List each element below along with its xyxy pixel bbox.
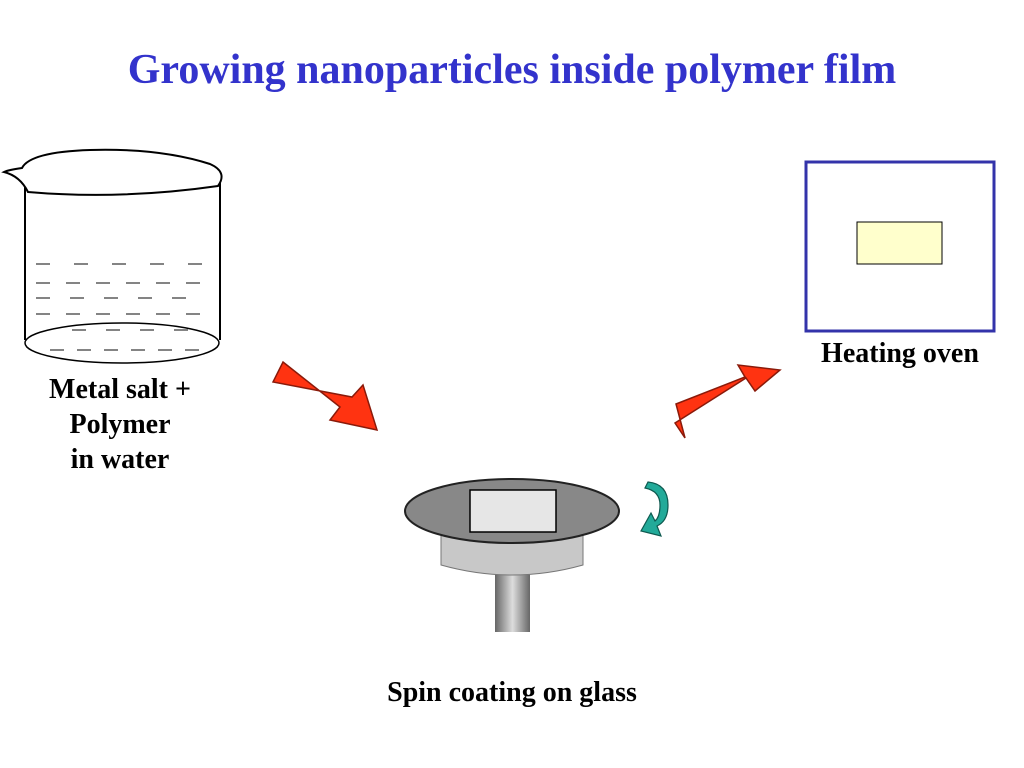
rotation-arrow-icon [640, 481, 669, 537]
glass-substrate [469, 489, 557, 533]
spin-coating-label: Spin coating on glass [387, 677, 637, 708]
beaker-label-line-3: in water [70, 444, 170, 475]
oven-sample [856, 221, 943, 265]
beaker-rim [1, 148, 223, 196]
beaker-label-line-1: Metal salt + [49, 374, 191, 405]
arrow-to-oven [673, 364, 782, 439]
beaker-bottom [24, 322, 220, 364]
oven-icon [804, 160, 996, 333]
arrow-to-spin-coater [271, 360, 379, 432]
spin-rod [495, 570, 530, 632]
beaker-icon [1, 148, 223, 364]
spin-coater-icon [404, 478, 620, 632]
spin-base [440, 534, 584, 576]
beaker-label-line-2: Polymer [69, 409, 171, 440]
liquid-lines [36, 263, 202, 351]
beaker-label: Metal salt + Polymer in water [20, 372, 220, 477]
beaker-walls [24, 178, 221, 340]
page-title: Growing nanoparticles inside polymer fil… [127, 47, 897, 93]
oven-label: Heating oven [821, 338, 979, 369]
